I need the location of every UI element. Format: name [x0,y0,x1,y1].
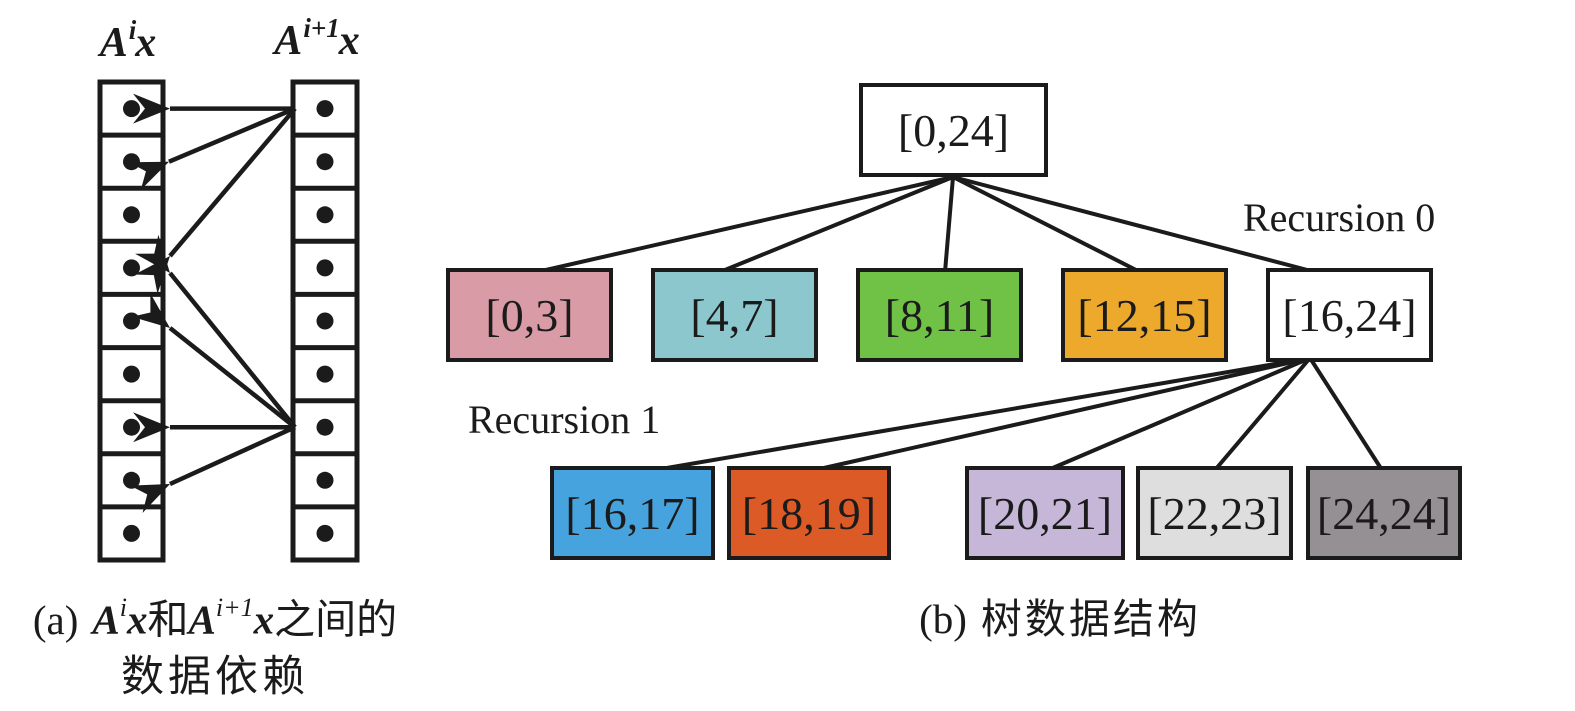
tree-node-16-17: [16,17] [550,466,715,560]
array-left-header-x: x [135,20,157,66]
caption-a-line2: 数据依赖 [121,653,309,701]
tree-node-16-17-label: [16,17] [565,487,700,539]
array-aix-dots [123,100,140,542]
caption-a-tail: 之间的 [274,596,398,643]
caption-a-x2: x [253,596,275,643]
tree-node-16-24: [16,24] [1266,268,1433,362]
array-left-header-sup: i [128,15,137,45]
tree-node-0-3-label: [0,3] [485,289,574,341]
tree-node-22-23: [22,23] [1136,466,1293,560]
caption-a-math: A [92,596,120,643]
tree-node-12-15-label: [12,15] [1077,289,1212,341]
array-right-header-A: A [274,18,303,64]
tree-node-20-21: [20,21] [965,466,1125,560]
caption-b: (b) 树数据结构 [820,594,1300,644]
caption-a-sup1: i [119,593,127,622]
tree-node-4-7: [4,7] [651,268,818,362]
tree-node-18-19: [18,19] [727,466,891,560]
tree-node-16-24-label: [16,24] [1282,289,1417,341]
tree-node-root: [0,24] [859,83,1048,177]
caption-a-x1: x [126,596,148,643]
tree-node-24-24: [24,24] [1306,466,1462,560]
array-right-header: Ai+1x [242,8,392,63]
tree-node-4-7-label: [4,7] [690,289,779,341]
tree-node-22-23-label: [22,23] [1147,487,1282,539]
caption-a-sup2: i+1 [215,593,254,622]
array-right-header-sup: i+1 [303,13,340,43]
caption-b-text: 树数据结构 [980,596,1201,642]
tree-node-20-21-label: [20,21] [977,487,1113,539]
recursion1-label: Recursion 1 [468,397,661,442]
tree-edges-recursion1 [654,356,1384,472]
array-ai1x-column [290,79,360,563]
array-right-header-x: x [338,18,360,64]
tree-node-18-19-label: [18,19] [741,487,877,539]
dependency-arrows [129,93,297,513]
array-left-header: Aix [53,10,203,65]
tree-node-root-label: [0,24] [897,104,1010,156]
tree-node-0-3: [0,3] [446,268,613,362]
tree-node-8-11-label: [8,11] [884,289,995,341]
caption-a-conj: 和 [147,596,189,643]
tree-node-24-24-label: [24,24] [1316,487,1452,539]
tree-node-12-15: [12,15] [1061,268,1228,362]
recursion0-label: Recursion 0 [1243,195,1436,240]
tree-edges-recursion0 [536,175,1316,274]
array-left-header-A: A [99,20,128,66]
array-ai1x-dots [316,100,334,542]
caption-a-math2: A [188,596,216,643]
caption-b-prefix: (b) [919,596,967,642]
tree-node-8-11: [8,11] [856,268,1023,362]
caption-a: (a)Aix和Ai+1x之间的 数据依赖 [0,586,430,703]
caption-a-prefix: (a) [32,596,79,643]
